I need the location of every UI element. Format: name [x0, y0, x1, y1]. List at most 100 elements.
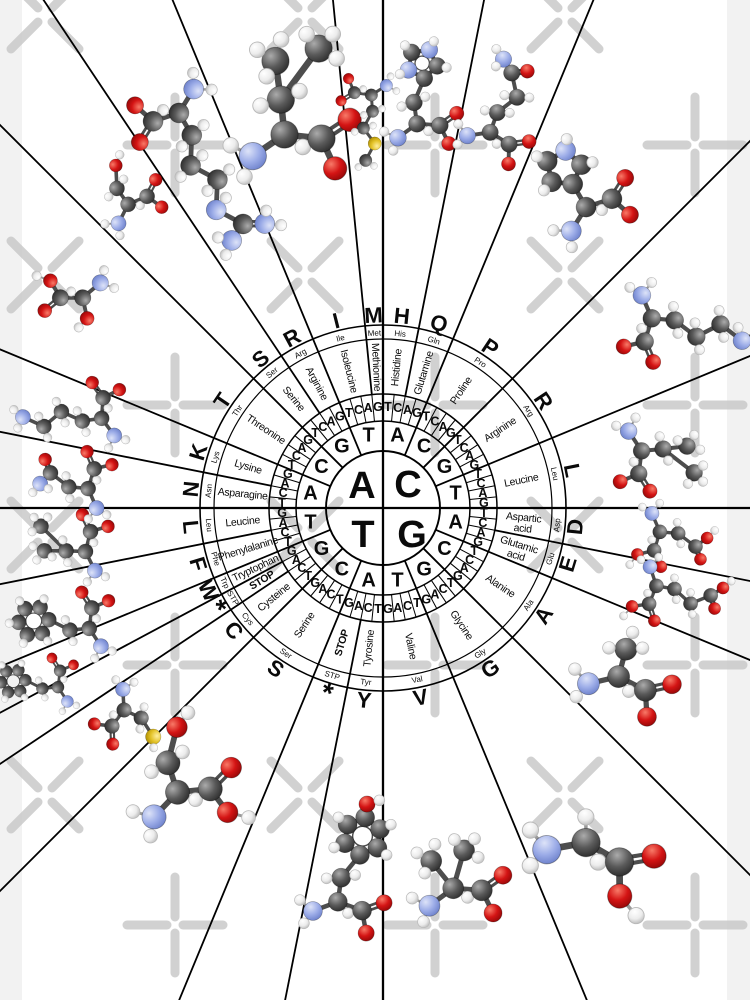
watermark-cross-icon: [266, 236, 344, 314]
atom-H: [624, 281, 636, 293]
atom-O: [154, 200, 169, 214]
amino-acid-single-letter: K: [184, 441, 213, 464]
third-base-letter: G: [310, 576, 320, 590]
molecule-lysine: [9, 375, 131, 453]
atom-H: [428, 36, 439, 47]
atom-C: [649, 578, 664, 594]
atom-N: [619, 422, 638, 440]
molecule-methionine: [335, 72, 401, 171]
atom-H: [565, 241, 578, 254]
atom-H: [499, 90, 510, 101]
atom-H: [560, 133, 573, 146]
atom-C: [359, 153, 373, 167]
atom-H: [682, 478, 693, 489]
amino-acid-molecules: [0, 25, 750, 942]
sector-boundary-line: [319, 412, 336, 436]
second-base-letter: G: [314, 538, 330, 560]
atom-C: [607, 665, 630, 688]
atom-C: [81, 620, 98, 637]
atom-C: [601, 188, 623, 210]
atom-H: [104, 443, 114, 453]
sector-boundary-line: [332, 0, 373, 395]
sector-boundary-line: [469, 516, 497, 520]
atom-C: [139, 188, 155, 205]
atom-H: [27, 527, 37, 537]
atom-H: [619, 611, 628, 621]
atom-H: [219, 248, 232, 261]
sector-boundary-line: [430, 580, 447, 604]
atom-C: [688, 539, 703, 554]
atom-C: [614, 637, 638, 661]
atom-N: [106, 427, 123, 444]
atom-C: [470, 879, 493, 902]
sector-boundary-line: [399, 396, 406, 423]
sector-boundary-line: [328, 407, 343, 432]
sector-boundary-line: [466, 532, 493, 542]
atom-H: [663, 455, 674, 466]
third-base-letter: A: [364, 401, 373, 415]
atom-H: [143, 828, 158, 844]
atom-H: [428, 838, 442, 851]
atom-H: [676, 539, 685, 549]
second-base-letter: A: [361, 570, 375, 592]
amino-acid-abbreviation: STP: [323, 669, 341, 682]
atom-H: [135, 724, 145, 734]
atom-H: [294, 894, 306, 906]
atom-H: [222, 137, 239, 154]
second-base-letter: C: [437, 538, 451, 560]
atom-H: [388, 145, 399, 156]
atom-H: [13, 423, 23, 433]
atom-H: [328, 841, 340, 854]
third-base-letter: C: [318, 420, 327, 434]
atom-H: [577, 808, 595, 826]
atom-H: [625, 625, 640, 640]
atom-C: [642, 309, 662, 328]
sector-boundary-line: [449, 435, 472, 454]
atom-H: [260, 204, 273, 217]
atom-H: [139, 702, 149, 712]
second-base-letter: A: [448, 511, 462, 533]
atom-N: [642, 559, 658, 575]
molecule-leucine: [27, 507, 115, 587]
third-base-letter: G: [303, 433, 313, 447]
sector-boundary-line: [422, 547, 750, 877]
third-base-letter: C: [327, 588, 336, 602]
sector-boundary-line: [273, 532, 300, 542]
atom-H: [646, 277, 657, 288]
atom-H: [51, 396, 61, 406]
amino-acid-abbreviation: Asp: [552, 517, 562, 532]
atom-H: [672, 327, 684, 339]
atom-H: [58, 707, 67, 715]
atom-H: [4, 618, 14, 628]
atom-H: [453, 119, 464, 130]
sector-boundary-line: [273, 474, 300, 484]
sector-boundary-line: [271, 485, 298, 492]
sector-boundary-line: [459, 453, 484, 468]
atom-H: [241, 810, 256, 825]
atom-C: [104, 718, 120, 734]
third-base-letter: C: [476, 476, 485, 490]
amino-acid-name: Methionine: [369, 343, 383, 392]
atom-O: [106, 737, 120, 751]
atom-H: [98, 265, 109, 276]
watermark-plus-icon: [122, 872, 228, 978]
atom-H: [60, 418, 70, 428]
molecule-arginine: [615, 277, 750, 370]
sector-boundary-line: [0, 123, 344, 469]
atom-H: [60, 615, 70, 625]
sector-boundary-line: [0, 560, 283, 714]
third-base-letter: T: [470, 544, 478, 558]
sector-boundary-line: [403, 0, 595, 456]
atom-N: [221, 230, 243, 251]
third-base-letter: C: [465, 553, 474, 567]
atom-H: [710, 526, 719, 535]
atom-C: [165, 779, 190, 805]
atom-O: [662, 674, 682, 695]
atom-N: [110, 215, 127, 232]
third-base-letter: G: [283, 467, 293, 481]
atom-O: [642, 483, 658, 499]
atom-H: [627, 907, 645, 925]
atom-C: [481, 123, 499, 141]
atom-C: [350, 845, 370, 865]
third-base-letter: A: [439, 420, 448, 434]
